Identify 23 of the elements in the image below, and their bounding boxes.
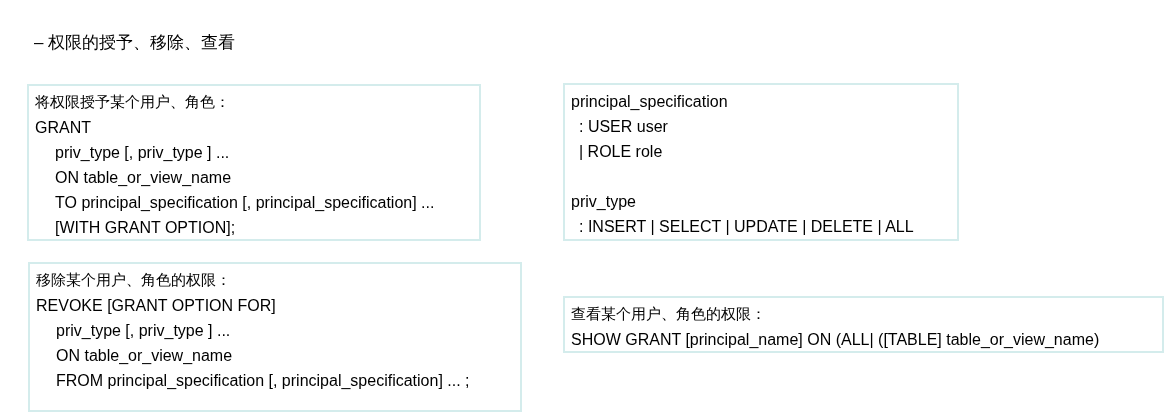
box-heading: 查看某个用户、角色的权限： bbox=[571, 304, 766, 325]
code-line: TO principal_specification [, principal_specification] ... bbox=[55, 193, 435, 213]
box-heading: 移除某个用户、角色的权限： bbox=[36, 270, 231, 291]
code-line: GRANT bbox=[35, 118, 91, 138]
code-box bbox=[563, 83, 959, 241]
code-line: ON table_or_view_name bbox=[55, 168, 232, 188]
code-line: SHOW GRANT [principal_name] ON (ALL| ([TABLE] table_or_view_name) bbox=[571, 330, 1100, 350]
code-line: ON table_or_view_name bbox=[56, 346, 233, 366]
code-line: priv_type [, priv_type ] ... bbox=[56, 321, 231, 341]
code-line: principal_specification bbox=[571, 92, 728, 112]
code-line: priv_type bbox=[571, 192, 636, 212]
code-line: priv_type [, priv_type ] ... bbox=[55, 143, 230, 163]
code-box bbox=[27, 84, 481, 241]
code-box bbox=[28, 262, 522, 412]
code-box bbox=[563, 296, 1164, 353]
code-line: REVOKE [GRANT OPTION FOR] bbox=[36, 296, 276, 316]
box-heading: 将权限授予某个用户、角色： bbox=[35, 92, 230, 113]
code-line: FROM principal_specification [, principal_specification] ... ; bbox=[56, 371, 470, 391]
code-line: : INSERT | SELECT | UPDATE | DELETE | ALL bbox=[579, 217, 914, 237]
code-line: [WITH GRANT OPTION]; bbox=[55, 218, 236, 238]
code-line: | ROLE role bbox=[579, 142, 663, 162]
code-line: : USER user bbox=[579, 117, 668, 137]
heading: – 权限的授予、移除、查看 bbox=[34, 32, 236, 54]
